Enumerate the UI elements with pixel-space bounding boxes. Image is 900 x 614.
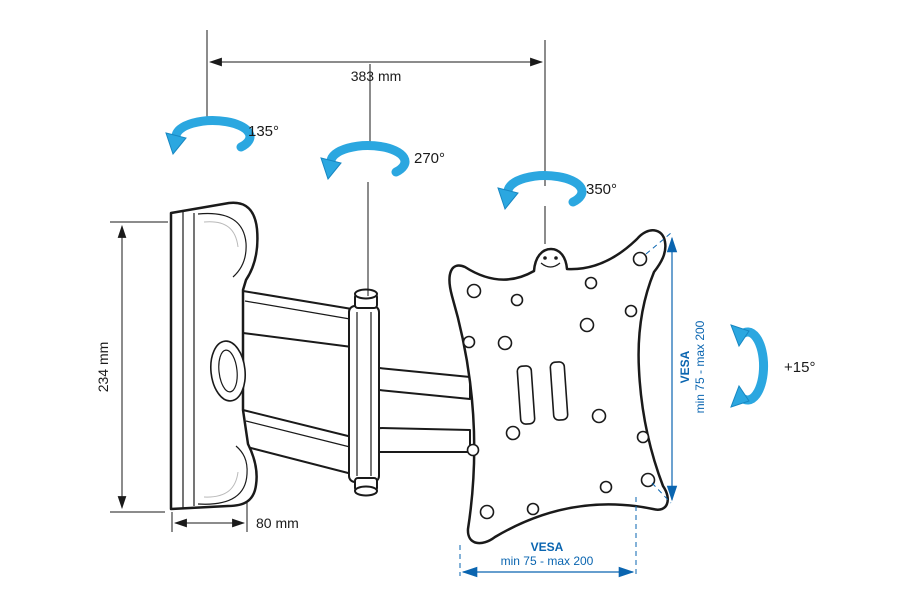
wall-bracket: [169, 201, 259, 511]
dimension-arm-reach: 383 mm: [206, 30, 546, 296]
smiley-eye-right: [554, 256, 558, 260]
rotation-arrow-270: 270°: [320, 141, 445, 181]
bracket-top-cap-curve: [197, 212, 247, 278]
vesa-dimension-bottom: VESA min 75 - max 200: [459, 497, 637, 578]
vesa-hole: [599, 480, 613, 494]
lower-arm-link: [242, 409, 353, 475]
tilt-label: +15°: [784, 359, 815, 376]
vesa-hole: [584, 276, 598, 290]
bracket-bottom-cap-shade: [203, 471, 239, 498]
vesa-hole: [640, 472, 656, 488]
vesa-hole: [479, 504, 495, 520]
rotation-arrowhead-icon: [165, 132, 187, 156]
dim-label-234: 234 mm: [95, 342, 111, 393]
vesa-dimension-right: VESA min 75 - max 200: [645, 232, 707, 504]
vesa-hole: [624, 304, 638, 318]
dim-label-383: 383 mm: [351, 68, 402, 84]
smiley-eye-left: [543, 256, 547, 260]
bracket-bottom-cap-curve: [197, 445, 248, 505]
dim-label-80: 80 mm: [256, 515, 299, 531]
rotation-arc-icon: [503, 171, 587, 207]
vesa-plate: [448, 229, 669, 545]
tilt-arrowhead-top-icon: [730, 324, 750, 348]
vesa-bottom-name: VESA: [531, 540, 564, 554]
rotation-label-350: 350°: [586, 181, 617, 198]
bracket-slot-outer: [210, 340, 246, 402]
articulating-arm: [242, 288, 471, 497]
vesa-slot-right: [549, 361, 569, 421]
rotation-arrowhead-icon: [320, 157, 342, 181]
vesa-hole: [466, 443, 480, 457]
rotation-arrowhead-icon: [497, 187, 519, 211]
tilt-arrow-15: +15°: [730, 324, 815, 408]
vesa-hole: [591, 408, 607, 424]
vesa-hole: [526, 502, 540, 516]
vesa-bottom-range: min 75 - max 200: [501, 554, 594, 568]
vesa-right-name: VESA: [678, 350, 692, 383]
vesa-hole: [579, 317, 595, 333]
bracket-top-cap-shade: [203, 221, 239, 248]
vesa-hole: [462, 335, 476, 349]
bracket-slot-inner: [218, 349, 238, 393]
vesa-hole: [466, 283, 482, 299]
vesa-slot-left: [516, 365, 536, 425]
smiley-face: [540, 256, 561, 268]
joint-screw-bottom-cap: [354, 485, 378, 497]
rotation-arc-icon: [326, 141, 410, 177]
rotation-label-270: 270°: [414, 150, 445, 167]
dimension-bracket-height: 234 mm: [95, 221, 168, 513]
vesa-right-range: min 75 - max 200: [693, 320, 707, 413]
tilt-arc-icon: [736, 327, 769, 405]
joint-column: [348, 305, 380, 483]
rotation-label-135: 135°: [248, 123, 279, 140]
upper-arm-link: [242, 290, 353, 348]
dimension-wall-depth: 80 mm: [171, 502, 299, 532]
vesa-ext-top: [645, 232, 672, 255]
vesa-hole: [636, 430, 650, 444]
extension-bar-lower: [378, 427, 471, 453]
vesa-hole: [505, 425, 521, 441]
upper-arm-line: [244, 300, 351, 320]
vesa-hole: [497, 335, 513, 351]
lower-arm-line: [245, 420, 351, 448]
smiley-mouth: [540, 262, 561, 268]
rotation-arc-icon: [171, 116, 255, 152]
rotation-arrow-135: 135°: [165, 116, 279, 156]
rotation-arrow-350: 350°: [497, 171, 617, 211]
joint-screw-top-cap: [354, 288, 378, 300]
vesa-holes: [462, 251, 656, 520]
tilt-arrowhead-bottom-icon: [730, 384, 750, 408]
vesa-hole: [510, 293, 524, 307]
vesa-hole: [632, 251, 648, 267]
extension-bar-upper: [378, 367, 471, 400]
